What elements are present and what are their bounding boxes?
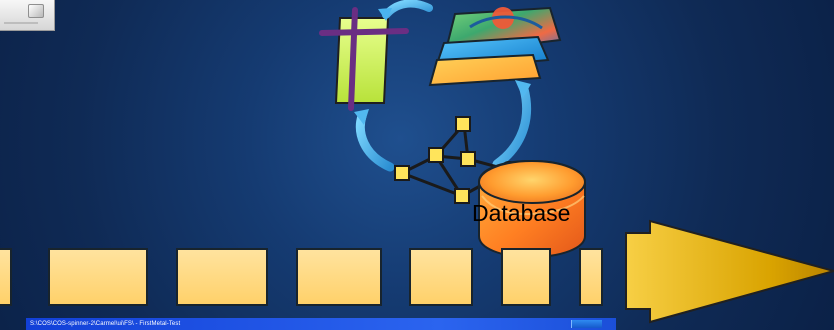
corner-window-fragment <box>0 0 55 31</box>
cycle-arrow-left <box>354 109 395 172</box>
timeline-arrow-icon <box>625 219 834 324</box>
timeline-block-6 <box>501 248 551 306</box>
window-fragment-line <box>4 22 38 24</box>
timeline-block-5 <box>409 248 473 306</box>
cycle-arrow-top <box>378 0 433 21</box>
database-icon <box>478 159 586 259</box>
timeline-block-3 <box>176 248 268 306</box>
network-graph-icon <box>394 116 518 204</box>
database-label: Database <box>472 200 571 226</box>
process-timeline <box>0 248 834 308</box>
timeline-block-2 <box>48 248 148 306</box>
window-icon <box>28 4 44 18</box>
taskbar-status <box>571 320 602 328</box>
cycle-arrow-right <box>492 80 532 169</box>
document-icon <box>319 7 409 111</box>
timeline-block-7 <box>579 248 603 306</box>
map-layers-icon <box>428 6 562 87</box>
window-taskbar: S:\COS\COS-spinner-2\Carmel\ui\FS\ - Fir… <box>26 318 616 330</box>
timeline-block-4 <box>296 248 382 306</box>
timeline-block-1 <box>0 248 12 306</box>
taskbar-title: S:\COS\COS-spinner-2\Carmel\ui\FS\ - Fir… <box>30 321 181 327</box>
